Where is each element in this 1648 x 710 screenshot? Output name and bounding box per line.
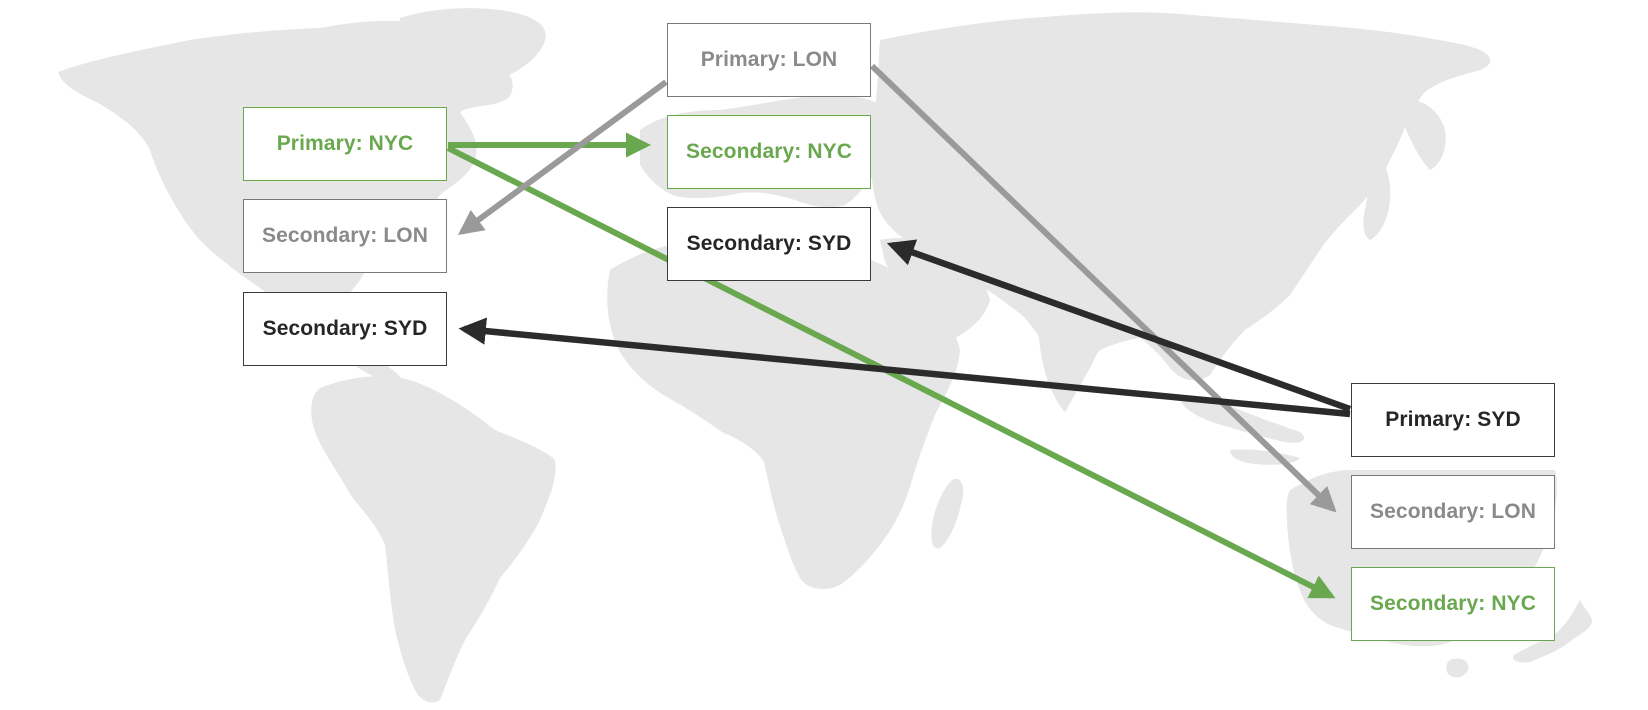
node-syd-site-secondary-lon[interactable]: Secondary: LON xyxy=(1351,475,1555,549)
node-label: Secondary: LON xyxy=(1370,500,1536,523)
tasmania-landmass xyxy=(1446,658,1469,678)
east-asia-peninsula xyxy=(1400,99,1446,170)
node-syd-site-secondary-nyc[interactable]: Secondary: NYC xyxy=(1351,567,1555,641)
node-label: Secondary: SYD xyxy=(262,317,428,340)
node-lon-site-secondary-syd[interactable]: Secondary: SYD xyxy=(667,207,871,281)
node-nyc-site-secondary-syd[interactable]: Secondary: SYD xyxy=(243,292,447,366)
node-primary-nyc[interactable]: Primary: NYC xyxy=(243,107,447,181)
arrow-syd-to-nyc-site xyxy=(458,317,1351,418)
node-primary-lon[interactable]: Primary: LON xyxy=(667,23,871,97)
south-america-landmass xyxy=(311,376,556,703)
japan-landmass xyxy=(1363,150,1391,240)
node-nyc-site-secondary-lon[interactable]: Secondary: LON xyxy=(243,199,447,273)
greenland-landmass xyxy=(400,8,546,84)
node-label: Secondary: NYC xyxy=(686,140,852,163)
arrow-syd-to-lon-site xyxy=(886,239,1352,413)
node-label: Secondary: NYC xyxy=(1370,592,1536,615)
node-lon-site-secondary-nyc[interactable]: Secondary: NYC xyxy=(667,115,871,189)
new-zealand-landmass xyxy=(1512,600,1592,663)
node-label: Primary: SYD xyxy=(1385,408,1521,431)
africa-landmass xyxy=(607,237,960,590)
madagascar-landmass xyxy=(931,478,964,549)
arrow-lon-to-syd-site xyxy=(869,63,1337,513)
node-label: Secondary: LON xyxy=(262,224,428,247)
node-label: Secondary: SYD xyxy=(686,232,852,255)
node-label: Primary: NYC xyxy=(276,132,414,155)
node-primary-syd[interactable]: Primary: SYD xyxy=(1351,383,1555,457)
node-label: Primary: LON xyxy=(700,48,838,71)
arrow-lon-to-nyc-site xyxy=(457,79,668,235)
